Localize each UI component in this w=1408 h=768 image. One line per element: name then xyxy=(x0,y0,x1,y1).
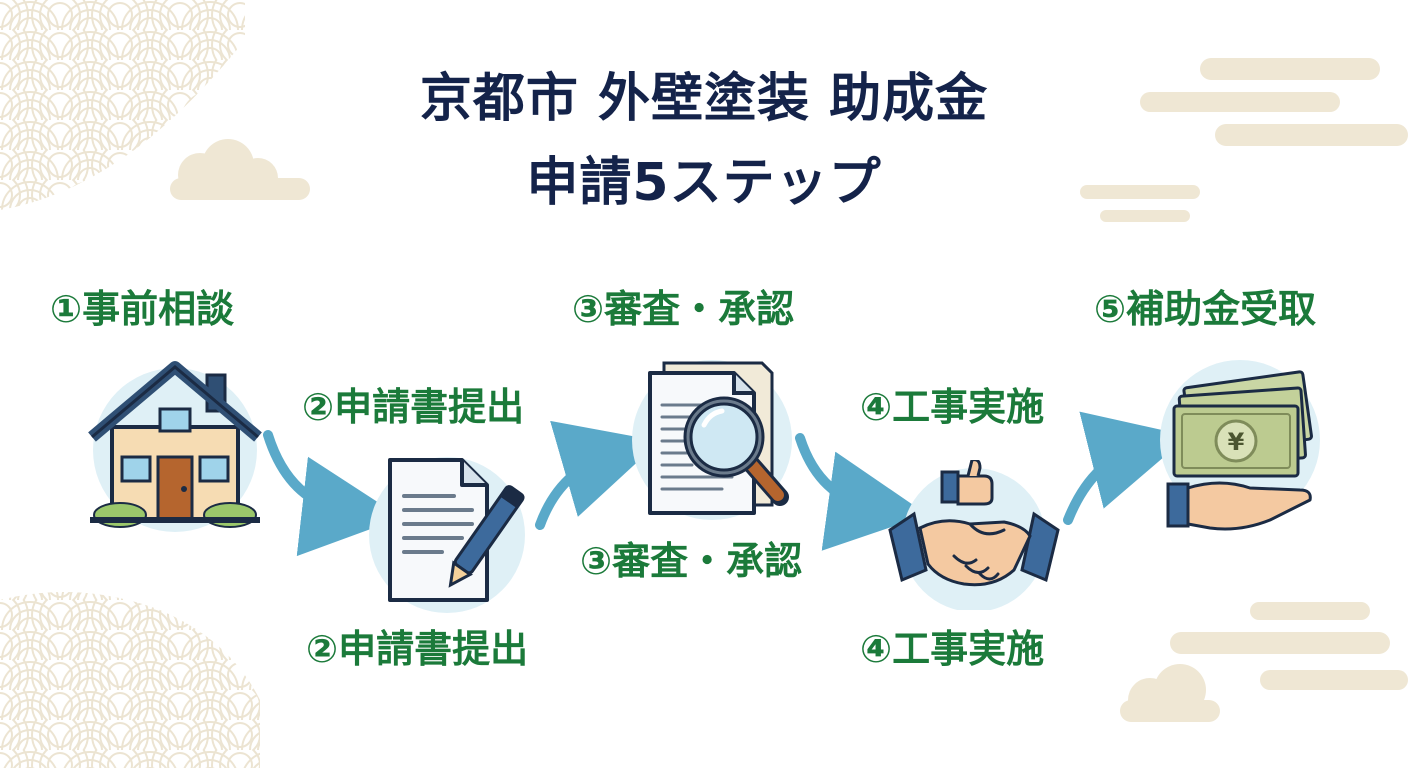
wave-pattern-bottom-left xyxy=(0,592,260,768)
document-pen-icon xyxy=(369,457,525,613)
step-3-label-repeat: ③審査・承認 xyxy=(580,539,803,583)
magnifier-document-icon xyxy=(632,360,792,520)
money-hand-icon: ¥ xyxy=(1160,360,1320,531)
step-2-label-repeat: ②申請書提出 xyxy=(306,627,529,671)
arrow-2-to-3 xyxy=(535,420,661,530)
thumbs-up-icon xyxy=(940,460,994,506)
arrow-3-to-4 xyxy=(795,433,928,551)
wave-pattern-top-left xyxy=(0,0,245,210)
handshake-icon xyxy=(888,460,1060,610)
cloud-lines-right-top xyxy=(1080,58,1408,222)
arrow-4-to-5 xyxy=(1063,411,1189,525)
step-3-label: ③審査・承認 xyxy=(572,287,795,331)
step-5-label: ⑤補助金受取 xyxy=(1094,287,1317,331)
page-subtitle: 申請5ステップ xyxy=(526,153,882,213)
arrow-1-to-2 xyxy=(263,430,402,557)
cloud-lines-right-bottom xyxy=(1120,602,1408,722)
step-4-label: ④工事実施 xyxy=(860,385,1045,429)
house-icon xyxy=(88,361,262,532)
step-2-label: ②申請書提出 xyxy=(302,385,525,429)
yen-symbol: ¥ xyxy=(1228,428,1245,456)
step-4-label-repeat: ④工事実施 xyxy=(860,627,1045,671)
page-title: 京都市 外壁塗装 助成金 xyxy=(419,69,989,129)
step-1-label: ①事前相談 xyxy=(50,287,235,331)
cloud-left xyxy=(170,139,310,200)
